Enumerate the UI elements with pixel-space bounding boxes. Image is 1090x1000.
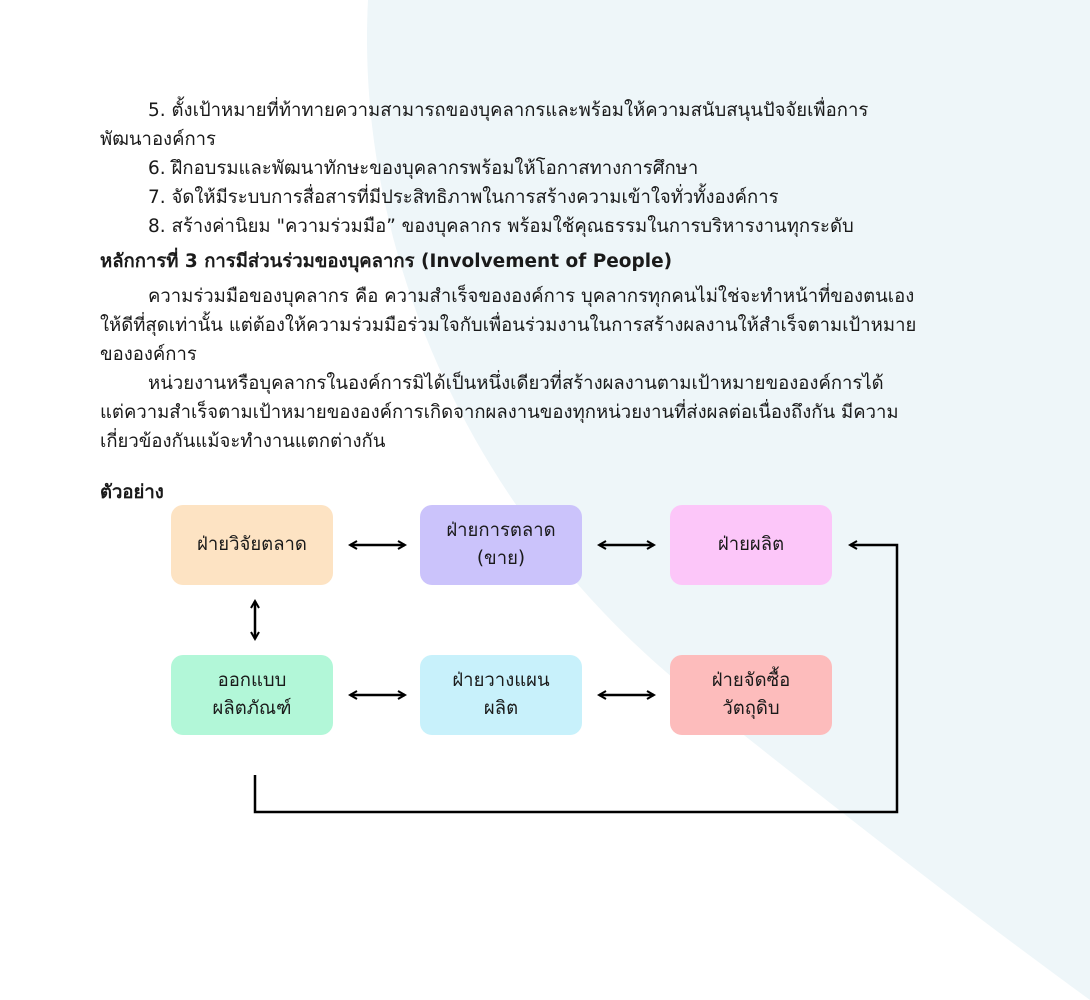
box-label: ฝ่ายจัดซื้อ xyxy=(711,670,791,691)
box-label: ฝ่ายวิจัยตลาด xyxy=(197,534,307,555)
section-heading: หลักการที่ 3 การมีส่วนร่วมของบุคลากร (In… xyxy=(100,251,673,272)
list-item-5-line1: 5. ตั้งเป้าหมายที่ท้าทายความสามารถของบุค… xyxy=(148,100,869,121)
paragraph-2-line3: เกี่ยวข้องกันแม้จะทำงานแตกต่างกัน xyxy=(100,431,386,452)
box-label: ผลิต xyxy=(483,698,519,719)
box-label: (ขาย) xyxy=(476,548,526,569)
box-label: ฝ่ายผลิต xyxy=(717,534,785,555)
box-purchasing: ฝ่ายจัดซื้อ วัตถุดิบ xyxy=(670,655,832,735)
box-production-planning: ฝ่ายวางแผน ผลิต xyxy=(420,655,582,735)
box-label: วัตถุดิบ xyxy=(722,698,780,719)
example-label: ตัวอย่าง xyxy=(100,482,164,503)
list-item-7: 7. จัดให้มีระบบการสื่อสารที่มีประสิทธิภา… xyxy=(148,187,779,208)
paragraph-2-line2: แต่ความสำเร็จตามเป้าหมายขององค์การเกิดจา… xyxy=(100,402,899,423)
document-body: 5. ตั้งเป้าหมายที่ท้าทายความสามารถของบุค… xyxy=(100,96,970,456)
list-item-6: 6. ฝึกอบรมและพัฒนาทักษะของบุคลากรพร้อมให… xyxy=(148,158,699,179)
box-product-design: ออกแบบ ผลิตภัณฑ์ xyxy=(171,655,333,735)
list-item-8: 8. สร้างค่านิยม "ความร่วมมือ” ของบุคลากร… xyxy=(148,216,854,237)
box-market-research: ฝ่ายวิจัยตลาด xyxy=(171,505,333,585)
list-item-5-line2: พัฒนาองค์การ xyxy=(100,129,216,150)
paragraph-1-line3: ขององค์การ xyxy=(100,344,197,365)
paragraph-2-line1: หน่วยงานหรือบุคลากรในองค์การมิได้เป็นหนึ… xyxy=(148,373,884,394)
box-marketing: ฝ่ายการตลาด (ขาย) xyxy=(420,505,582,585)
feedback-loop-connector xyxy=(253,545,899,814)
box-label: ออกแบบ xyxy=(217,670,287,691)
paragraph-1-line2: ให้ดีที่สุดเท่านั้น แต่ต้องให้ความร่วมมื… xyxy=(100,315,917,336)
box-label: ฝ่ายวางแผน xyxy=(452,670,550,691)
box-production: ฝ่ายผลิต xyxy=(670,505,832,585)
background-curve xyxy=(367,0,1090,1000)
box-label: ฝ่ายการตลาด xyxy=(446,520,556,541)
paragraph-1-line1: ความร่วมมือของบุคลากร คือ ความสำเร็จของอ… xyxy=(148,286,915,307)
box-label: ผลิตภัณฑ์ xyxy=(212,698,292,719)
